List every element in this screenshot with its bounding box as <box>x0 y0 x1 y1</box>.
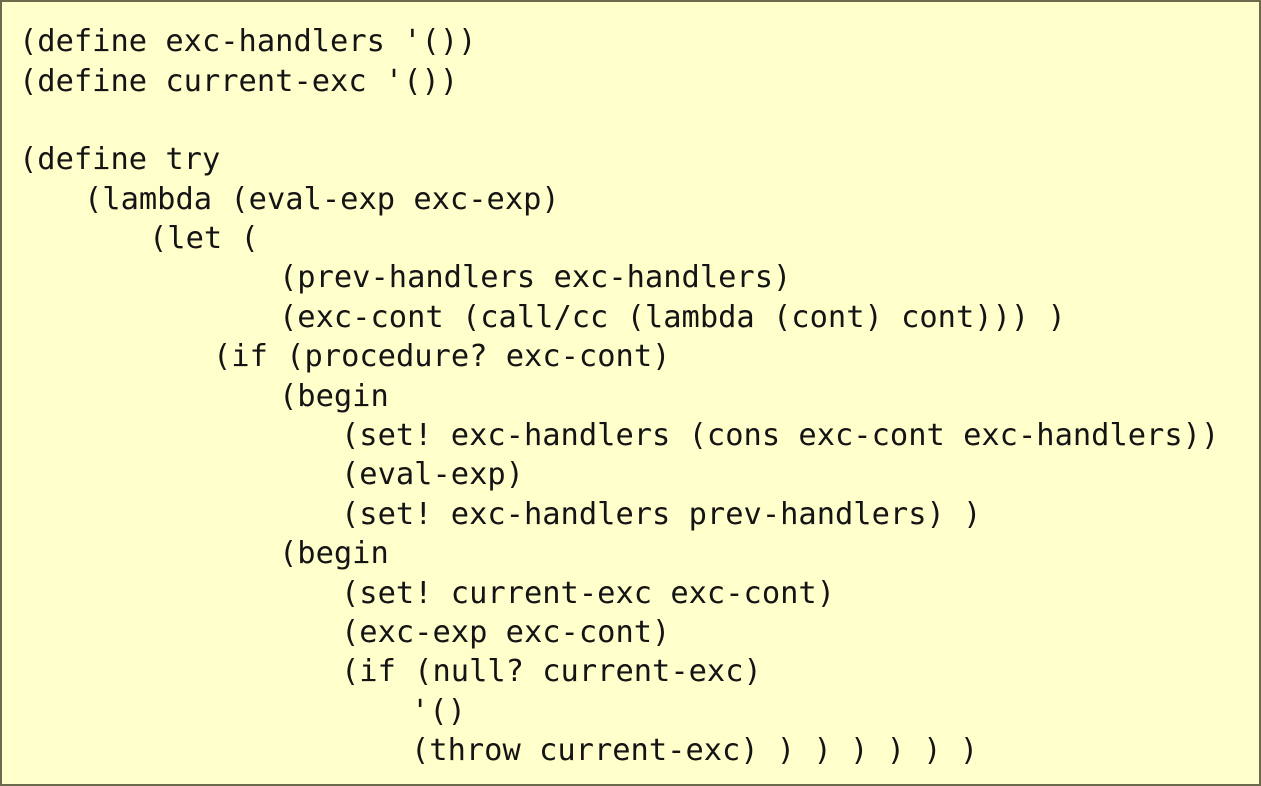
code-line: (eval-exp) <box>341 457 524 492</box>
code-line: (set! exc-handlers (cons exc-cont exc-ha… <box>341 418 1220 453</box>
code-line: (define try <box>19 142 221 177</box>
code-line: (set! current-exc exc-cont) <box>341 576 836 611</box>
code-line: (define exc-handlers '()) <box>19 24 477 59</box>
code-line: (begin <box>279 536 389 571</box>
code-line: (lambda (eval-exp exc-exp) <box>84 182 560 217</box>
code-line: (prev-handlers exc-handlers) <box>279 260 792 295</box>
code-line: (if (procedure? exc-cont) <box>213 339 671 374</box>
code-line: (if (null? current-exc) <box>341 654 762 689</box>
code-line: (throw current-exc) ) ) ) ) ) ) <box>411 733 979 768</box>
code-line: (begin <box>279 379 389 414</box>
code-line: (define current-exc '()) <box>19 64 459 99</box>
code-line: (set! exc-handlers prev-handlers) ) <box>341 497 982 532</box>
code-line: (exc-cont (call/cc (lambda (cont) cont))… <box>279 300 1066 335</box>
code-line: (let ( <box>149 221 259 256</box>
code-line: '() <box>411 694 466 729</box>
code-line: (exc-exp exc-cont) <box>341 615 671 650</box>
